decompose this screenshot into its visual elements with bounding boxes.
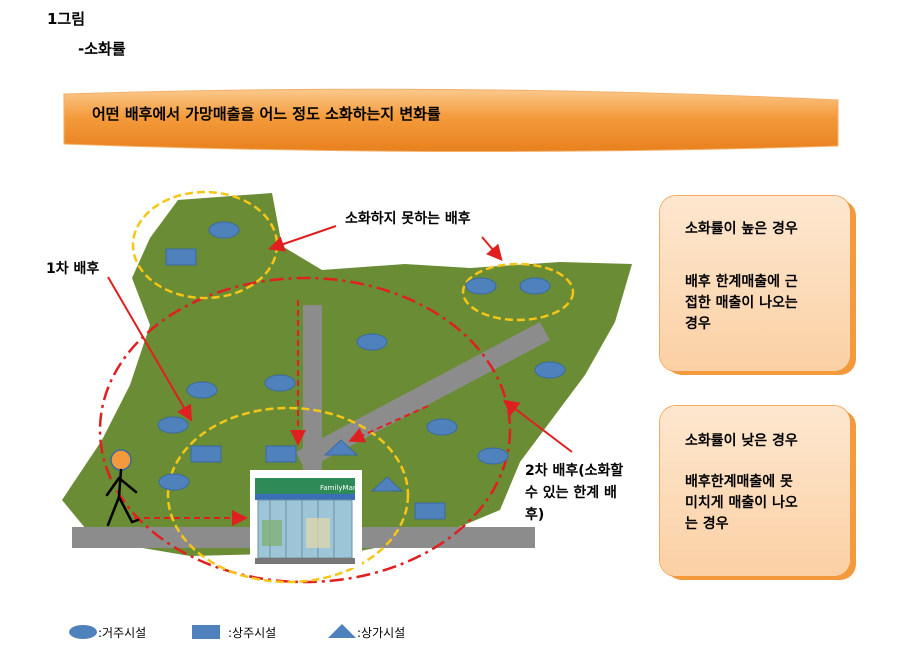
- low-absorption-title: 소화률이 낮은 경우: [685, 433, 798, 449]
- primary-trade-area-ring: [166, 406, 410, 584]
- figure-label: 1그림: [47, 10, 86, 28]
- customer-figure: [105, 449, 140, 527]
- residential-facility: [465, 277, 497, 295]
- residential-facility: [208, 221, 240, 239]
- unabsorbed-area-ring-right: [461, 262, 575, 322]
- convenience-store: FamilyMart: [250, 470, 362, 568]
- shopping-facility: [323, 439, 359, 456]
- pointer-arrow-unabsorbed-right: [481, 236, 503, 262]
- high-absorption-box: 소화률이 높은 경우 배후 한계매출에 근 접한 매출이 나오는 경우: [660, 196, 850, 371]
- residential-facility: [477, 447, 509, 465]
- high-absorption-body-line: 접한 매출이 나오는: [685, 295, 798, 311]
- residential-facility: [264, 374, 296, 392]
- legend: :거주시설 :상주시설 :상가시설: [69, 624, 405, 640]
- low-absorption-box: 소화률이 낮은 경우 배후한계매출에 못 미치게 매출이 나오 는 경우: [660, 406, 850, 576]
- legend-label-residential: :거주시설: [98, 626, 146, 640]
- low-absorption-body-line: 배후한계매출에 못: [685, 474, 793, 490]
- inflow-arrow-northeast: [348, 405, 429, 443]
- pointer-arrow-unabsorbed-left: [268, 225, 337, 252]
- residential-facility: [426, 418, 458, 436]
- legend-label-shopping: :상가시설: [357, 626, 405, 640]
- low-absorption-body-line: 는 경우: [685, 516, 729, 532]
- low-absorption-body: 배후한계매출에 못 미치게 매출이 나오 는 경우: [685, 472, 798, 535]
- low-absorption-body-line: 미치게 매출이 나오: [685, 495, 798, 511]
- residential-facility: [158, 473, 190, 491]
- label-secondary-area-line-2: 수 있는 한계 배: [525, 485, 617, 501]
- residential-facility: [186, 381, 218, 399]
- label-primary-area: 1차 배후: [46, 261, 99, 277]
- legend-label-commercial-residence: :상주시설: [228, 626, 276, 640]
- residential-facility: [519, 277, 551, 295]
- figure-subtitle: -소화률: [78, 40, 126, 58]
- store-sign: FamilyMart: [320, 484, 359, 492]
- high-absorption-body-line: 배후 한계매출에 근: [685, 274, 798, 290]
- high-absorption-body-line: 경우: [685, 316, 711, 332]
- triangle-icon: [328, 624, 356, 638]
- label-secondary-area-line-1: 2차 배후(소화할: [525, 462, 623, 479]
- high-absorption-title: 소화률이 높은 경우: [685, 221, 798, 237]
- banner: [63, 88, 839, 153]
- label-secondary-area-line-3: 후): [525, 507, 544, 523]
- pointer-arrow-primary: [107, 276, 193, 422]
- residential-facility: [356, 333, 388, 351]
- label-unabsorbed-area: 소화하지 못하는 배후: [345, 210, 471, 227]
- banner-text: 어떤 배후에서 가망매출을 어느 정도 소화하는지 변화률: [92, 105, 441, 123]
- residential-facility: [534, 361, 566, 379]
- commercial-residence-facility: [414, 502, 446, 520]
- commercial-residence-facility: [190, 445, 222, 463]
- shopping-facility: [370, 476, 404, 492]
- commercial-residence-facility: [165, 248, 197, 266]
- commercial-residence-facility: [265, 445, 297, 463]
- rectangle-icon: [192, 625, 220, 639]
- ellipse-icon: [69, 625, 97, 639]
- residential-facility: [157, 416, 189, 434]
- high-absorption-body: 배후 한계매출에 근 접한 매출이 나오는 경우: [685, 272, 798, 335]
- pointer-arrow-secondary: [502, 399, 573, 453]
